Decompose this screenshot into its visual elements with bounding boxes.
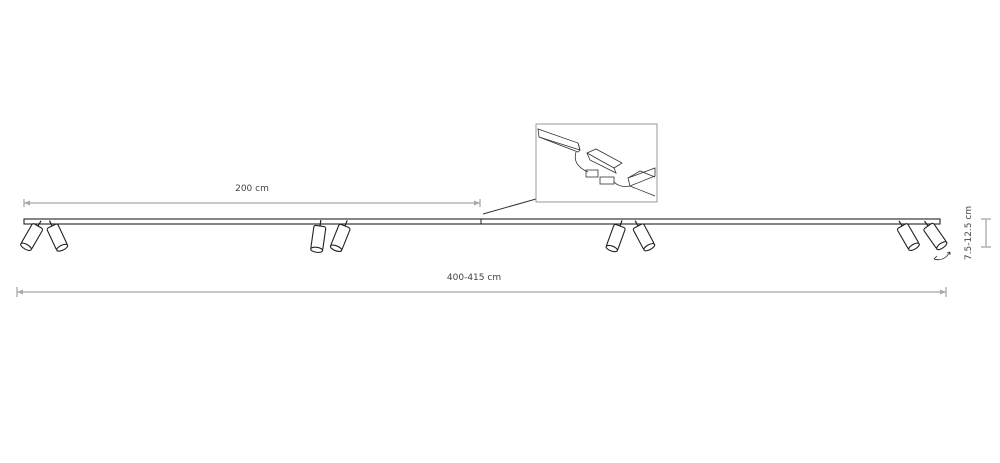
segment-length-label: 200 cm	[235, 184, 269, 194]
track-rail	[23, 218, 941, 225]
total-length-label: 400-415 cm	[447, 273, 501, 283]
height-label: 7.5-12.5 cm	[964, 206, 974, 260]
height-dimension: 7.5-12.5 cm	[964, 206, 991, 260]
total-dimension: 400-415 cm	[16, 273, 947, 297]
segment-dimension: 200 cm	[23, 184, 481, 207]
connector-detail-icon	[535, 123, 658, 203]
